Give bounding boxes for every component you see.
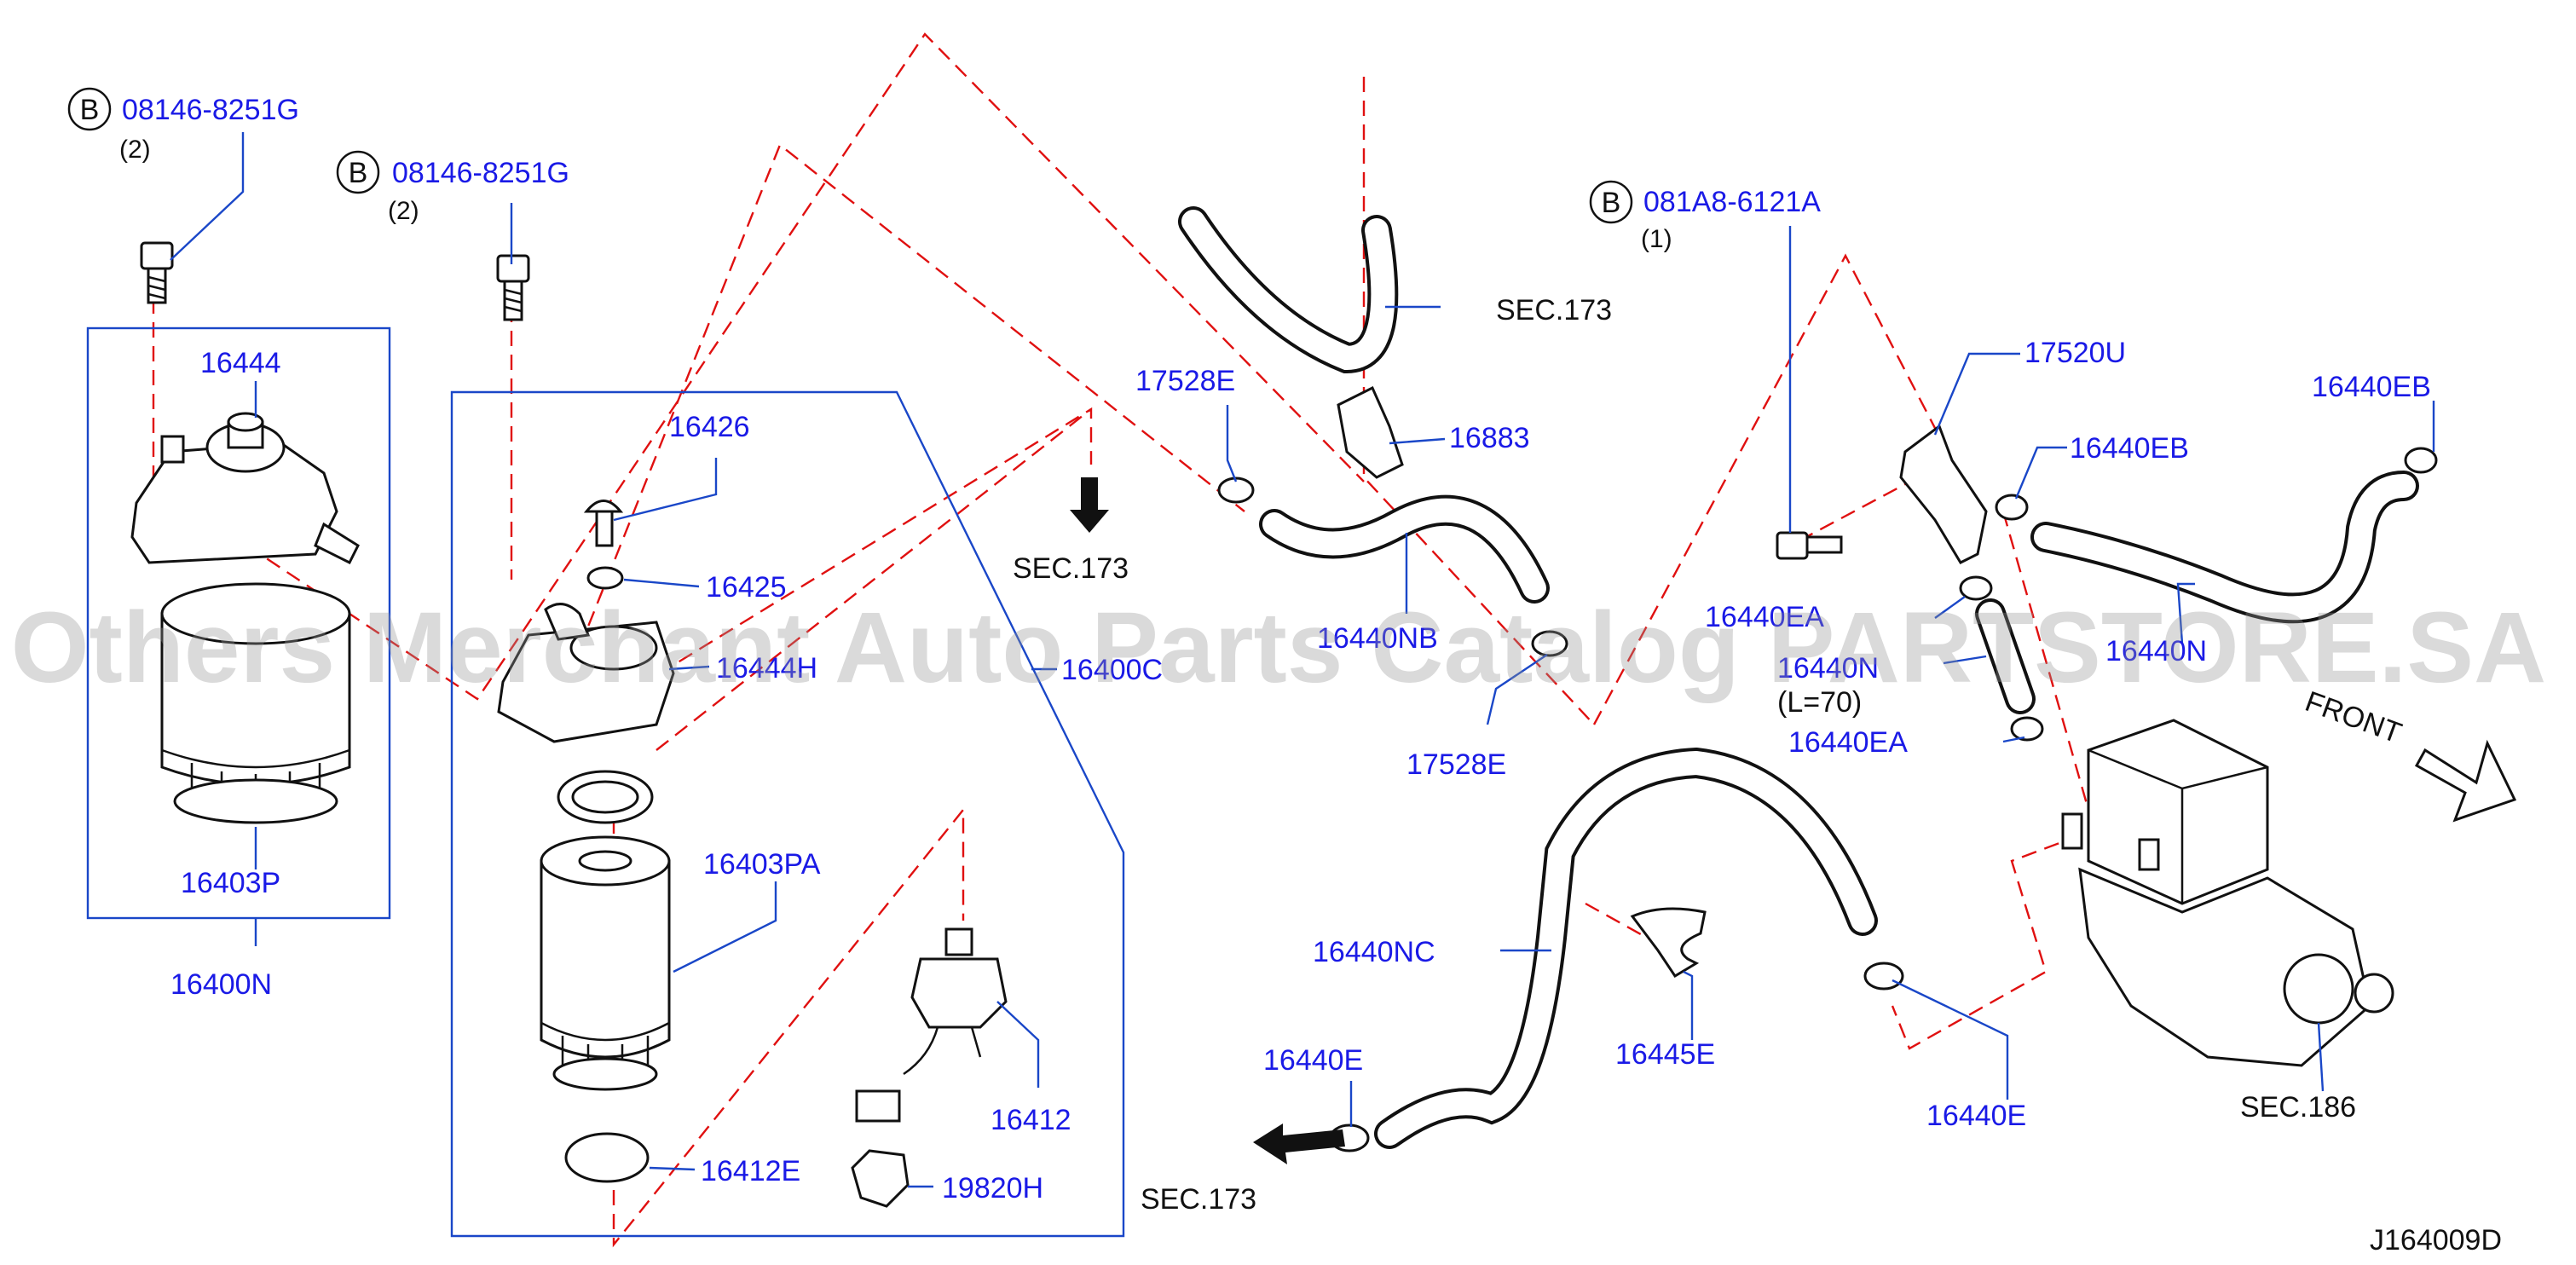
label-16440EA-bottom[interactable]: 16440EA: [1788, 726, 1908, 759]
label-16444[interactable]: 16444: [200, 347, 281, 379]
arrow-down-sec173-icon: [1070, 477, 1109, 533]
filter-head-16444H-icon: [497, 603, 675, 743]
clamp-17528E-top-icon: [1217, 477, 1255, 504]
hose-16440NB-icon: [1259, 494, 1550, 604]
label-l70: (L=70): [1777, 686, 1862, 719]
label-bolt-right-part[interactable]: 081A8-6121A: [1643, 186, 1821, 218]
sensor-16412-icon: [855, 927, 1008, 1123]
filter-cartridge-16403P-icon: [160, 582, 351, 824]
label-bolt-left-qty: (2): [119, 136, 151, 164]
group-boxes: [86, 326, 1125, 1238]
label-16440EB-right[interactable]: 16440EB: [2312, 371, 2431, 403]
bolt-left-icon: [140, 241, 174, 304]
hose-16440N-right-icon: [2030, 471, 2419, 624]
arrow-left-sec173-icon: [1253, 1123, 1345, 1164]
label-16883[interactable]: 16883: [1449, 422, 1530, 454]
label-16403PA[interactable]: 16403PA: [703, 848, 821, 881]
clip-19820H-icon: [851, 1149, 910, 1208]
label-16440N-right[interactable]: 16440N: [2105, 635, 2207, 667]
label-17528E-top[interactable]: 17528E: [1135, 365, 1235, 397]
label-sec173-bottom[interactable]: SEC.173: [1141, 1183, 1256, 1216]
fuel-pump-sec186-icon: [2061, 719, 2394, 1067]
label-16440E-left[interactable]: 16440E: [1263, 1044, 1363, 1077]
fitting-17520U-icon: [1899, 424, 1988, 564]
svg-text:B: B: [80, 94, 100, 126]
bolt-badge-mid: B: [336, 150, 380, 194]
label-16445E[interactable]: 16445E: [1615, 1038, 1715, 1071]
bolt-badge-right: B: [1589, 180, 1633, 224]
clamp-16440E-right-icon: [1863, 962, 1904, 991]
svg-text:B: B: [1602, 187, 1621, 219]
label-sec186[interactable]: SEC.186: [2240, 1091, 2356, 1123]
bolt-mid-icon: [496, 254, 530, 321]
clamp-16440EB-right-icon: [2404, 447, 2438, 474]
hose-sec173-top-icon: [1178, 206, 1399, 374]
label-16412E[interactable]: 16412E: [701, 1155, 800, 1187]
label-16440N-mid[interactable]: 16440N: [1777, 652, 1879, 684]
box-16400C: [450, 390, 1125, 1238]
label-16403P[interactable]: 16403P: [181, 867, 280, 899]
clamp-16440EA-top-icon: [1959, 575, 1993, 601]
label-bolt-right-qty: (1): [1641, 225, 1672, 253]
label-sec173-mid[interactable]: SEC.173: [1013, 552, 1129, 585]
bracket-16883-icon: [1337, 385, 1404, 479]
bolt-right-icon: [1776, 531, 1843, 560]
label-bolt-left-part[interactable]: 08146-8251G: [122, 94, 299, 126]
label-17520U[interactable]: 17520U: [2024, 337, 2126, 369]
label-16440NC[interactable]: 16440NC: [1313, 936, 1435, 968]
seal-ring-icon: [557, 770, 654, 824]
label-16444H[interactable]: 16444H: [716, 652, 817, 684]
label-16440EA-top[interactable]: 16440EA: [1705, 601, 1824, 633]
hose-16440N-mid-icon: [1975, 598, 2036, 714]
label-16426[interactable]: 16426: [669, 411, 750, 443]
leader-lines: [170, 132, 2435, 1188]
clamp-16440EA-bottom-icon: [2010, 716, 2044, 742]
filter-cartridge-16403PA-icon: [540, 835, 671, 1091]
clamp-17528E-bottom-icon: [1531, 630, 1568, 657]
label-17528E-bottom[interactable]: 17528E: [1406, 748, 1506, 781]
label-sec173-top[interactable]: SEC.173: [1496, 294, 1612, 326]
hose-16440NC-icon: [1374, 747, 1878, 1149]
label-16440EB-mid[interactable]: 16440EB: [2070, 432, 2189, 465]
assembly-lines: [152, 32, 2149, 1248]
oring-16412E-icon: [564, 1132, 650, 1183]
bolt-16426-icon: [583, 500, 624, 547]
strap-16445E-icon: [1630, 907, 1707, 979]
label-19820H[interactable]: 19820H: [942, 1172, 1043, 1204]
label-16440NB[interactable]: 16440NB: [1317, 622, 1438, 655]
svg-text:B: B: [349, 157, 368, 189]
filter-head-16444-icon: [130, 412, 360, 565]
box-16400N: [86, 326, 391, 920]
label-16400C[interactable]: 16400C: [1061, 654, 1163, 686]
diagram-id: J164009D: [2370, 1224, 2502, 1256]
watermark: Others Merchant Auto Parts Catalog PARTS…: [11, 592, 2547, 704]
label-bolt-mid-qty: (2): [388, 197, 419, 225]
washer-16425-icon: [586, 566, 624, 590]
part-labels: 08146-8251G (2) 08146-8251G (2) 081A8-61…: [119, 94, 2502, 1256]
label-16440E-right[interactable]: 16440E: [1926, 1100, 2026, 1132]
label-bolt-mid-part[interactable]: 08146-8251G: [392, 157, 569, 189]
clamp-16440EB-mid-icon: [1995, 494, 2029, 521]
bolt-badge-left: B: [67, 87, 112, 131]
label-16425[interactable]: 16425: [706, 571, 787, 604]
front-arrow-icon: [2414, 739, 2517, 823]
label-16400N[interactable]: 16400N: [170, 968, 272, 1001]
label-16412[interactable]: 16412: [991, 1104, 1071, 1136]
